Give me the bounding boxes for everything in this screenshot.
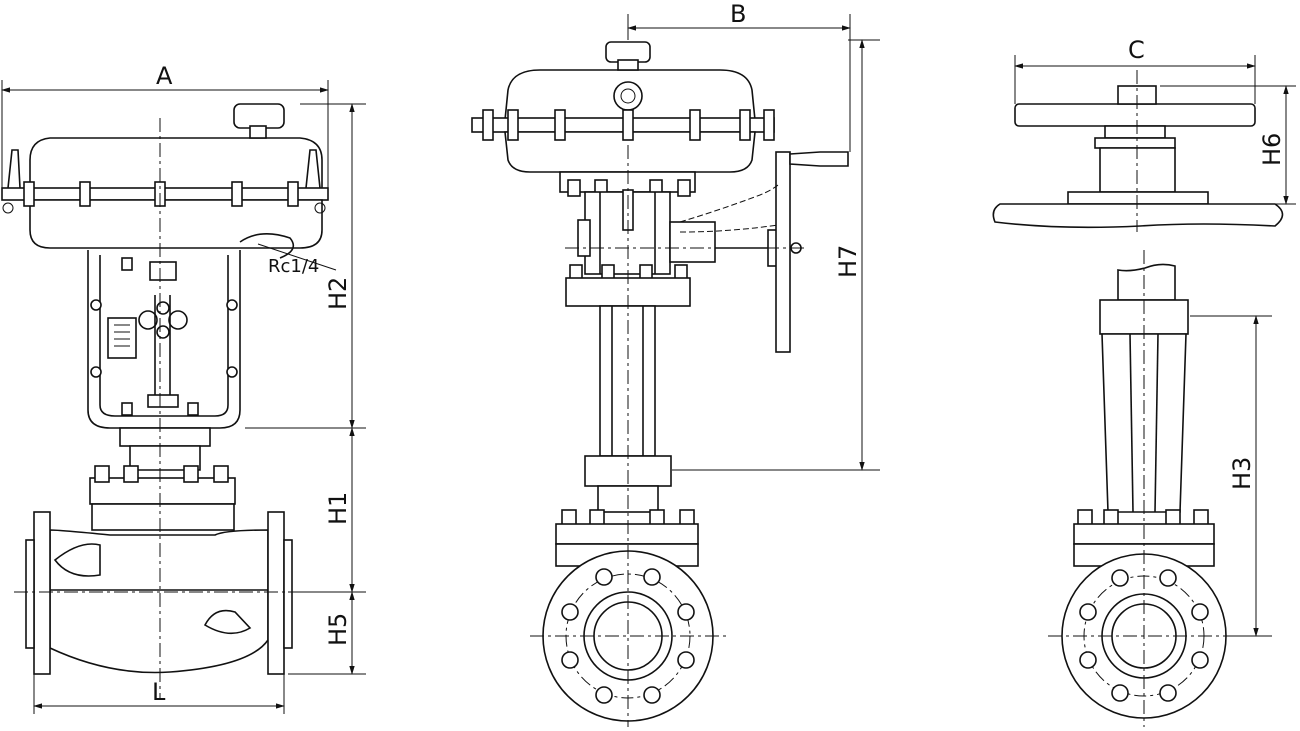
dim-label-H2: H2 (324, 277, 352, 310)
detail-handwheel-rim (1014, 103, 1256, 127)
end-stem-break (1117, 263, 1176, 301)
dim-label-B: B (730, 0, 746, 28)
front-inlet-flange (33, 511, 51, 675)
side-lifting-eye (613, 81, 643, 111)
front-bonnet-neck (119, 427, 211, 447)
side-bonnet-flange (555, 523, 699, 545)
port-thread-label: Rc1/4 (268, 256, 319, 277)
dim-label-L: L (152, 678, 166, 706)
side-top-knob (605, 41, 651, 63)
side-actuator-lower-cover (504, 131, 756, 173)
end-view: H3 (1048, 250, 1272, 727)
detail-mounting-plate (992, 203, 1284, 229)
side-handwheel (775, 151, 791, 353)
dim-label-C: C (1128, 36, 1145, 64)
side-gearbox (669, 221, 716, 263)
front-actuator-upper-cover (29, 137, 323, 196)
dim-label-H7: H7 (834, 245, 862, 278)
front-air-port (239, 233, 295, 259)
front-outlet-flange (267, 511, 285, 675)
front-view: Rc1/4 (1, 62, 366, 714)
side-flange-bolt-holes (561, 568, 695, 704)
front-positioner-linkage (107, 295, 188, 408)
front-bonnet-flange (89, 477, 236, 505)
front-actuator-lower-cover (29, 199, 323, 249)
front-top-knob (233, 103, 285, 129)
dim-label-H1: H1 (324, 492, 352, 525)
end-flange-bolt-holes (1079, 569, 1209, 702)
side-handwheel-crank (789, 151, 849, 167)
top-handwheel-detail: C H6 (992, 36, 1296, 232)
dim-label-A: A (156, 62, 173, 90)
front-knob-stem (249, 125, 267, 139)
side-chain (679, 184, 779, 223)
front-valve-body (49, 529, 269, 674)
side-view-handwheel: B H7 (471, 0, 880, 727)
dim-label-H5: H5 (324, 613, 352, 646)
dim-label-H6: H6 (1258, 133, 1286, 166)
dim-label-H3: H3 (1228, 457, 1256, 490)
